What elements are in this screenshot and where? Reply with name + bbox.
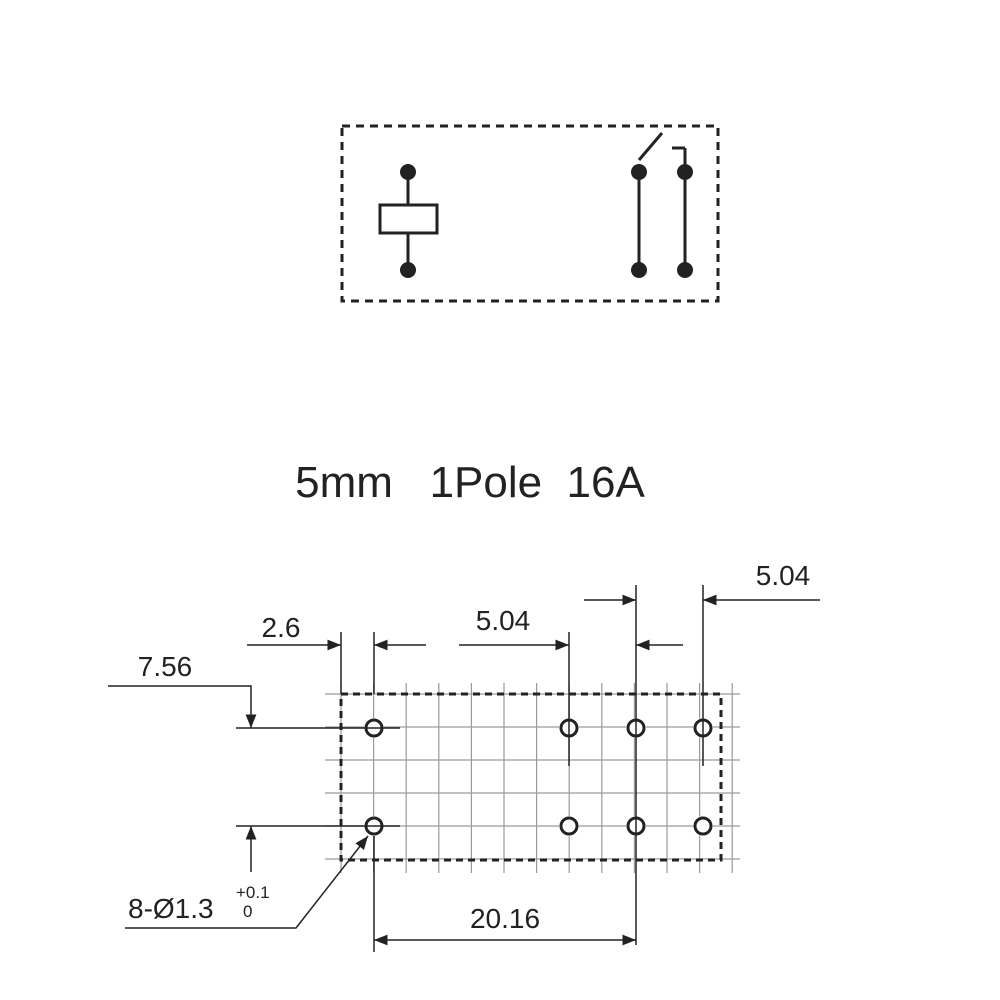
dim-pitch-top-right-label: 5.04 [756,560,811,591]
dim-pitch-top [459,632,683,766]
coil-box [378,203,439,235]
coil-terminal-top [400,164,416,180]
contact-terminal [631,262,647,278]
dim-span [373,836,636,952]
schematic-dashed-border [340,124,720,303]
footprint-outline [339,692,723,862]
contact-switch-arm [637,132,664,161]
contact-terminal [631,164,647,180]
dim-row-spacing [108,685,400,872]
hole-spec-leader [125,835,369,929]
contact-terminal [677,262,693,278]
dim-pin-offset [247,632,426,694]
pin-hole [559,816,579,836]
relay-schematic [340,124,720,303]
dim-span-label: 20.16 [470,903,540,934]
dim-pitch-top-label: 5.04 [476,605,531,636]
dim-row-spacing-label: 7.56 [138,651,193,682]
relay-title: 5mm 1Pole 16A [295,458,645,507]
coil-terminal-bottom [400,262,416,278]
contact-terminal [677,164,693,180]
pin-hole [693,816,713,836]
hole-spec-label: 8-Ø1.3 [128,893,214,924]
coil-symbol [378,164,439,278]
dim-pitch-top-right [584,585,820,945]
pcb-footprint: 2.6 5.04 5.04 7.56 20. [108,560,820,952]
hole-tolerance-minus: 0 [243,902,252,921]
hole-tolerance-plus: +0.1 [236,883,270,902]
pin-holes [364,718,713,836]
contact-symbol [631,132,693,278]
dim-pin-offset-label: 2.6 [262,612,301,643]
footprint-grid [325,683,740,873]
